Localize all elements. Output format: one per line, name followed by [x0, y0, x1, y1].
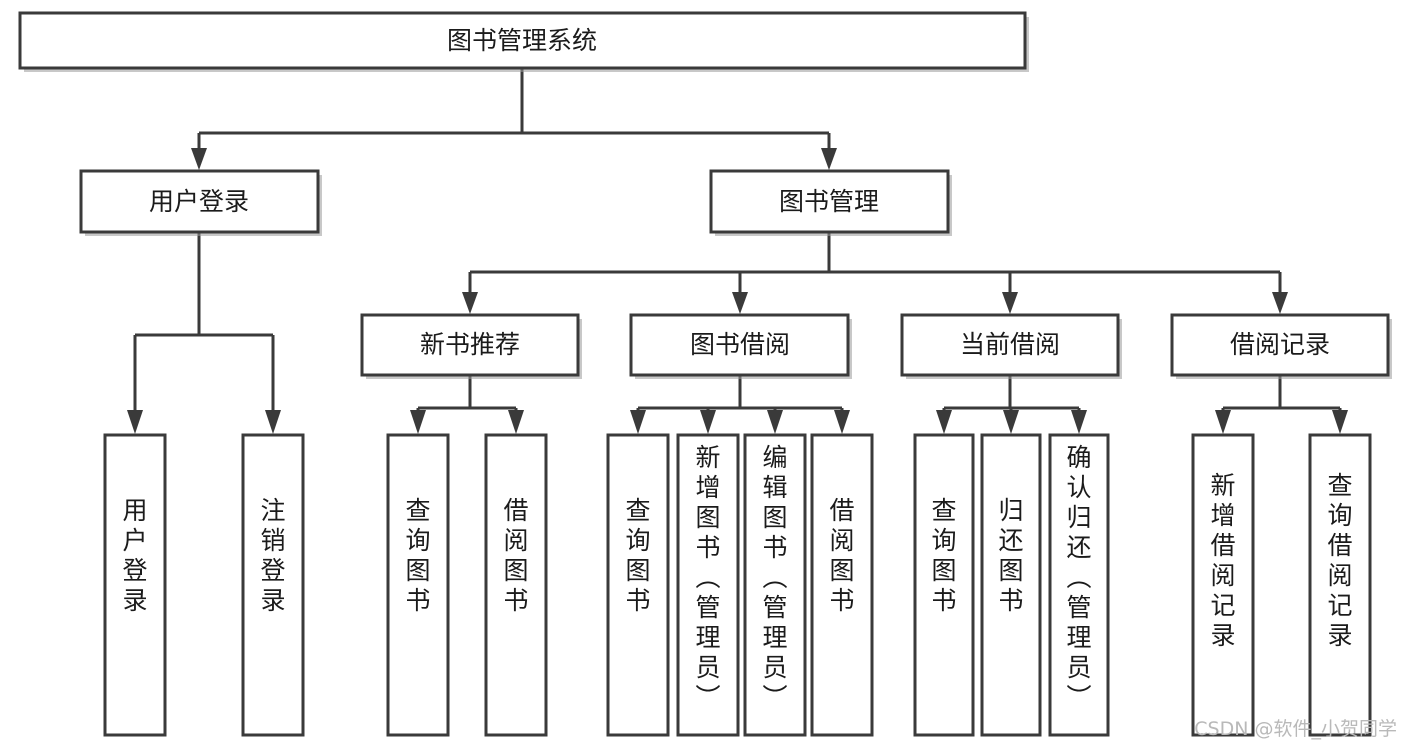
node-book-manage-rect	[709, 169, 950, 234]
leaf-user-login-do-rect	[103, 433, 167, 737]
leaf-query-book-2-rect	[606, 433, 670, 737]
leaf-return-book[interactable]: 归还图书	[980, 433, 1042, 737]
arrow-return-book	[1003, 410, 1019, 434]
leaf-user-login-do[interactable]: 用户登录	[103, 433, 167, 737]
leaf-add-borrow-record[interactable]: 新增借阅记录	[1191, 433, 1255, 737]
node-layer: 图书管理系统 用户登录 图书管理 新书推荐	[18, 11, 1392, 737]
node-new-book-recommend[interactable]: 新书推荐	[360, 313, 582, 379]
leaf-borrow-book-1[interactable]: 借阅图书	[484, 433, 548, 737]
leaf-edit-book-admin-label: 编辑图书︵管理员︶	[762, 443, 787, 712]
node-book-manage-label: 图书管理	[779, 187, 879, 216]
arrow-bookmanage	[821, 148, 837, 170]
node-current-borrow[interactable]: 当前借阅	[900, 313, 1122, 379]
connector-layer	[127, 68, 1348, 434]
leaf-add-borrow-record-rect	[1191, 433, 1255, 737]
node-borrow-record[interactable]: 借阅记录	[1170, 313, 1392, 379]
node-current-borrow-label: 当前借阅	[960, 330, 1060, 359]
leaf-query-borrow-record-rect	[1308, 433, 1372, 737]
leaf-query-book-3[interactable]: 查询图书	[913, 433, 975, 737]
leaf-edit-book-admin[interactable]: 编辑图书︵管理员︶	[743, 433, 807, 737]
node-book-manage[interactable]: 图书管理	[709, 169, 952, 236]
leaf-query-book-1-label: 查询图书	[405, 496, 430, 615]
arrow-borrow-record	[1272, 292, 1288, 314]
node-borrow-record-rect	[1170, 313, 1390, 377]
leaf-query-book-3-rect	[913, 433, 975, 737]
leaf-query-book-2[interactable]: 查询图书	[606, 433, 670, 737]
leaf-query-book-2-label: 查询图书	[625, 496, 650, 615]
arrow-borrow-book-2	[834, 410, 850, 434]
leaf-confirm-return-admin-label: 确认归还︵管理员︶	[1066, 443, 1091, 712]
node-user-login[interactable]: 用户登录	[79, 169, 322, 236]
arrow-user-login-do	[127, 410, 143, 434]
leaf-add-book-admin-label: 新增图书︵管理员︶	[695, 443, 720, 712]
node-root-rect	[18, 11, 1027, 70]
leaf-borrow-book-2[interactable]: 借阅图书	[810, 433, 874, 737]
arrow-query-borrow-record	[1332, 410, 1348, 434]
csdn-watermark: CSDN @软件_小贺同学	[1194, 718, 1397, 740]
leaf-confirm-return-admin-rect	[1048, 433, 1110, 737]
arrow-book-borrow	[732, 292, 748, 314]
leaf-borrow-book-1-label: 借阅图书	[503, 496, 528, 615]
leaf-add-book-admin[interactable]: 新增图书︵管理员︶	[676, 433, 740, 737]
arrow-new-book-recommend	[462, 292, 478, 314]
arrow-add-book-admin	[700, 410, 716, 434]
leaf-query-book-1[interactable]: 查询图书	[386, 433, 450, 737]
node-user-login-label: 用户登录	[149, 187, 249, 216]
arrow-current-borrow	[1002, 292, 1018, 314]
node-book-borrow[interactable]: 图书借阅	[629, 313, 852, 379]
arrow-borrow-book-1	[508, 410, 524, 434]
leaf-user-logout-label: 注销登录	[260, 496, 285, 615]
node-user-login-rect	[79, 169, 320, 234]
leaf-add-borrow-record-label: 新增借阅记录	[1210, 471, 1235, 650]
leaf-user-logout[interactable]: 注销登录	[241, 433, 305, 737]
leaf-user-logout-rect	[241, 433, 305, 737]
node-current-borrow-rect	[900, 313, 1120, 377]
arrow-query-book-2	[630, 410, 646, 434]
leaf-return-book-label: 归还图书	[998, 496, 1023, 615]
node-book-borrow-label: 图书借阅	[690, 330, 790, 359]
leaf-query-borrow-record[interactable]: 查询借阅记录	[1308, 433, 1372, 737]
leaf-borrow-book-1-rect	[484, 433, 548, 737]
arrow-userlogin	[191, 148, 207, 170]
leaf-return-book-rect	[980, 433, 1042, 737]
node-root[interactable]: 图书管理系统	[18, 11, 1029, 72]
node-root-label: 图书管理系统	[447, 26, 597, 55]
leaf-borrow-book-2-rect	[810, 433, 874, 737]
leaf-query-book-3-label: 查询图书	[931, 496, 956, 615]
leaf-user-login-do-label: 用户登录	[122, 496, 147, 615]
leaf-confirm-return-admin[interactable]: 确认归还︵管理员︶	[1048, 433, 1110, 737]
leaf-add-book-admin-rect	[676, 433, 740, 737]
node-borrow-record-label: 借阅记录	[1230, 330, 1330, 359]
leaf-query-borrow-record-label: 查询借阅记录	[1327, 471, 1352, 650]
leaf-query-book-1-rect	[386, 433, 450, 737]
leaf-edit-book-admin-rect	[743, 433, 807, 737]
arrow-query-book-1	[410, 410, 426, 434]
leaf-borrow-book-2-label: 借阅图书	[829, 496, 854, 615]
arrow-query-book-3	[936, 410, 952, 434]
node-book-borrow-rect	[629, 313, 850, 377]
arrow-edit-book-admin	[767, 410, 783, 434]
arrow-add-borrow-record	[1215, 410, 1231, 434]
arrow-confirm-return-admin	[1071, 410, 1087, 434]
node-new-book-recommend-label: 新书推荐	[420, 330, 520, 359]
arrow-user-logout	[265, 410, 281, 434]
node-new-book-recommend-rect	[360, 313, 580, 377]
